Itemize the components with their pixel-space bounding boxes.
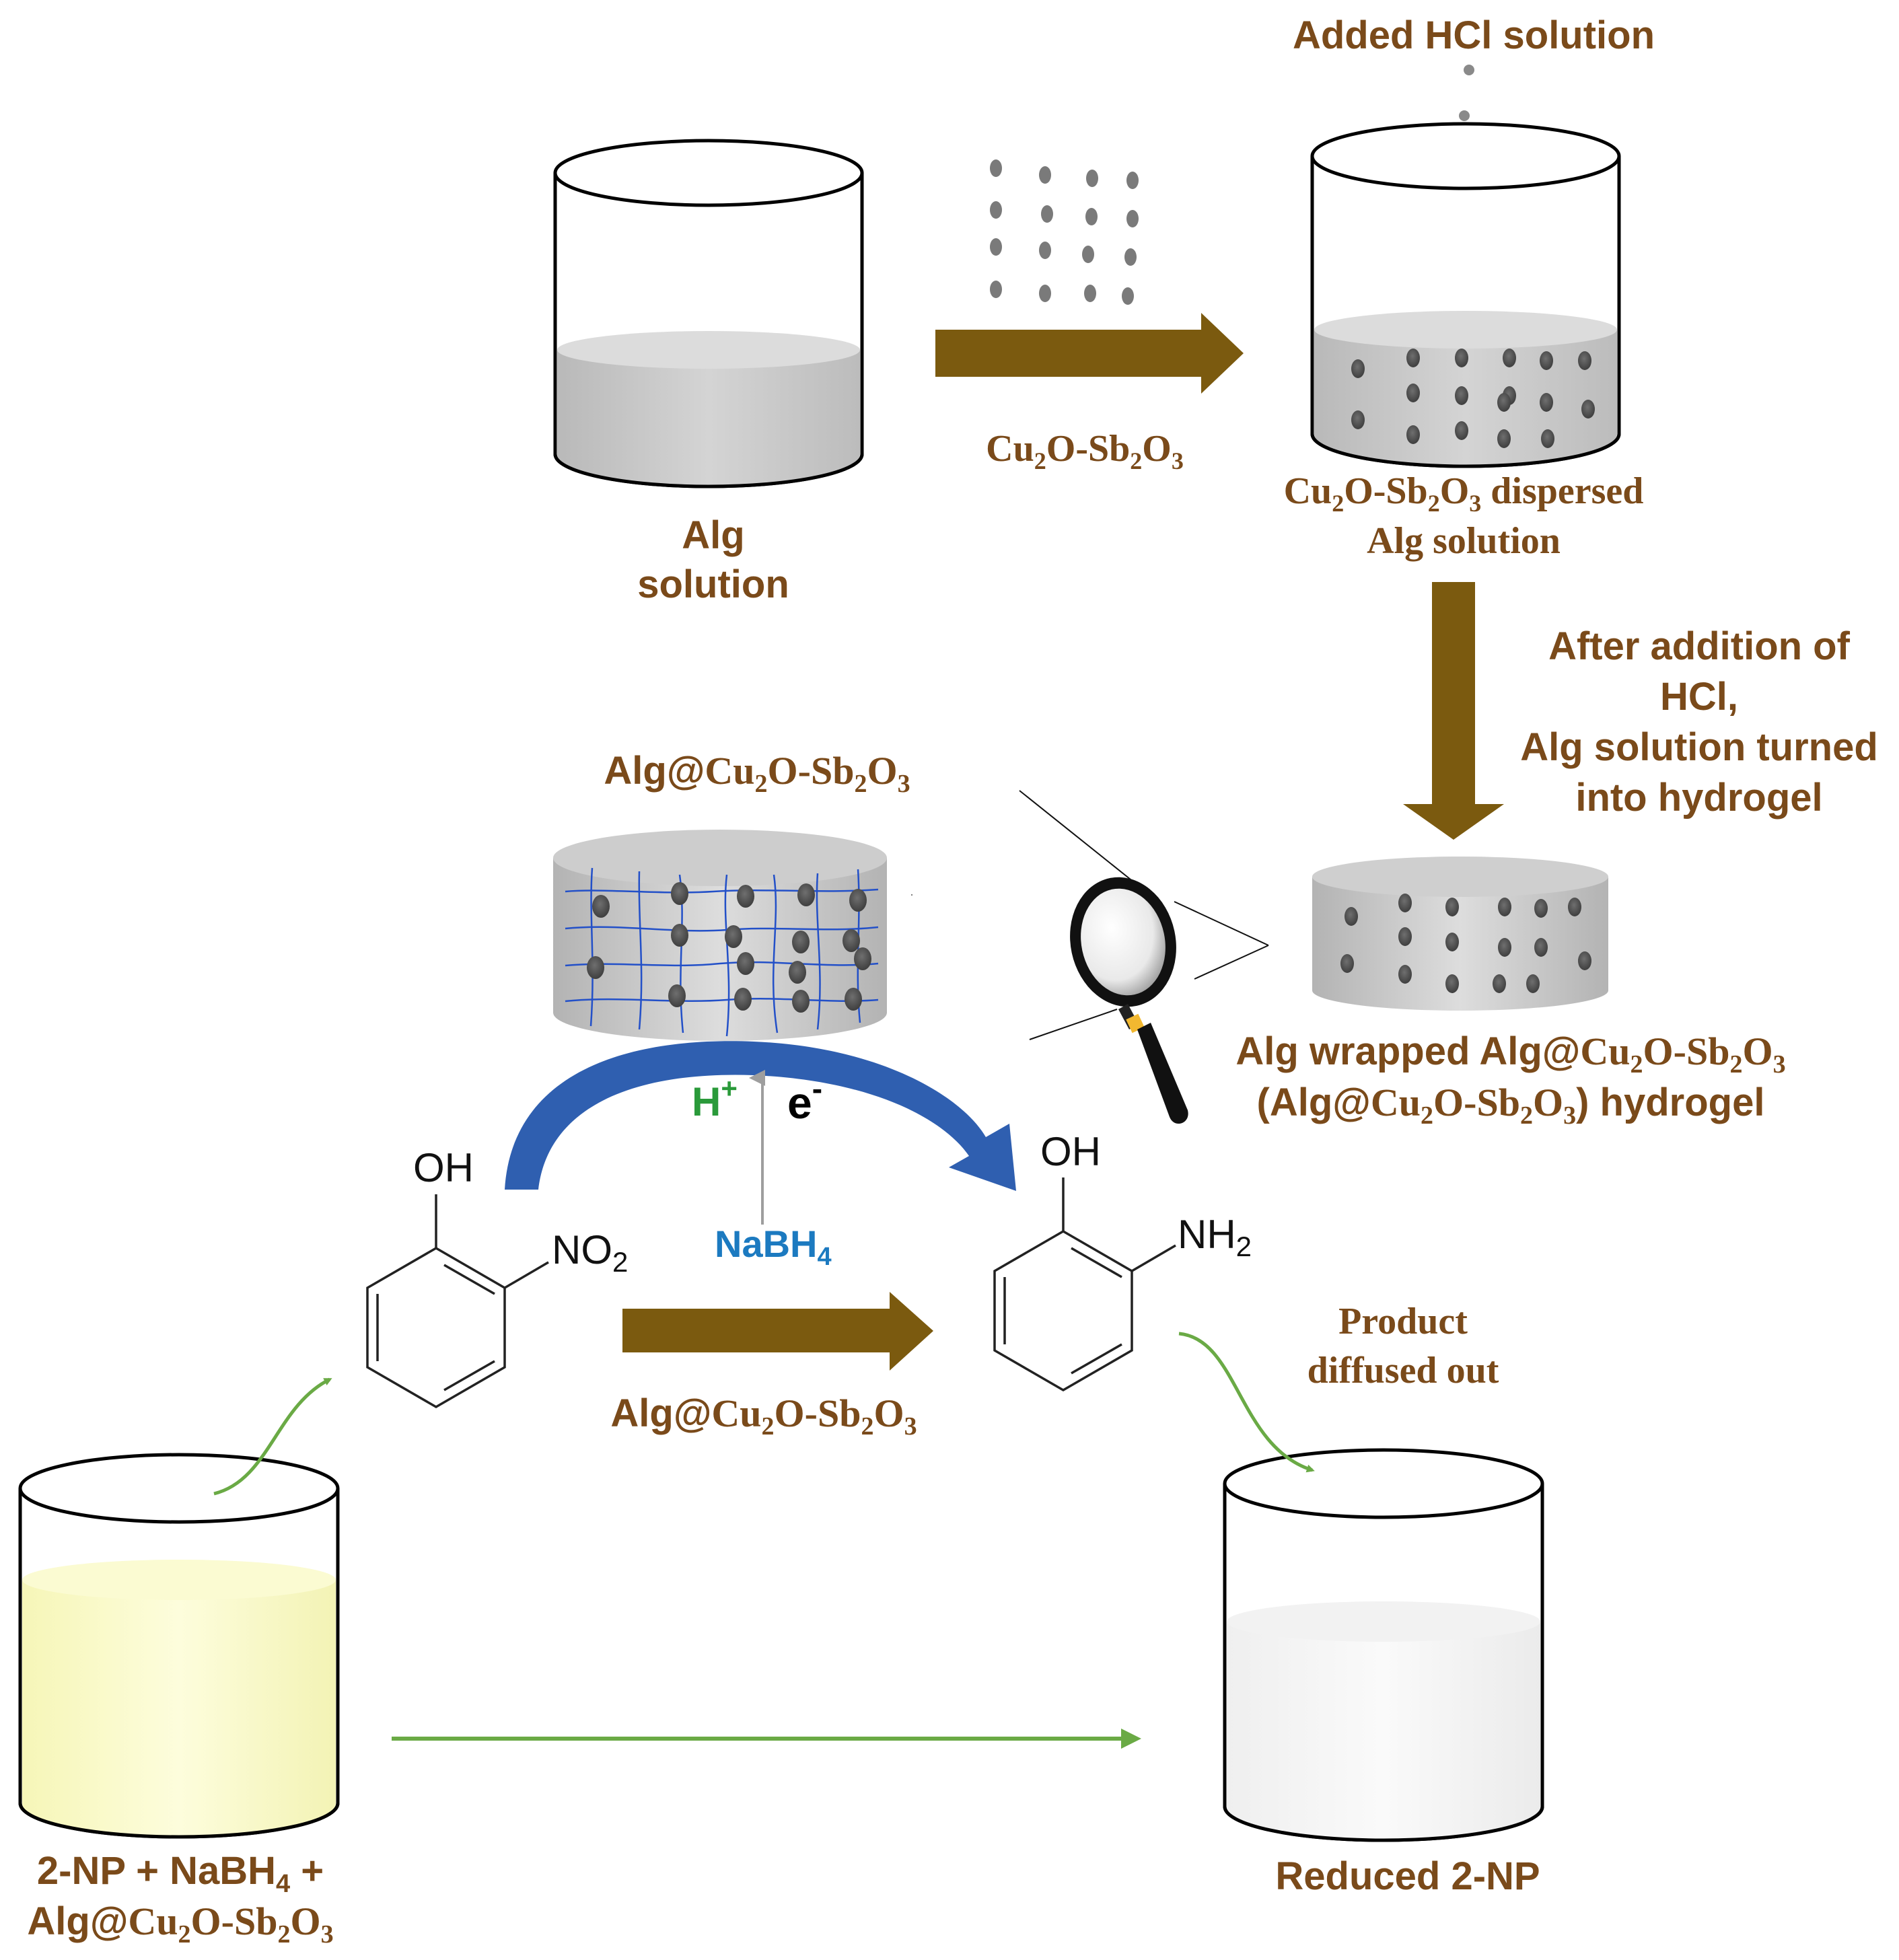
- product-diffused-line1: Product: [1338, 1301, 1468, 1342]
- nh2-label: NH2: [1178, 1212, 1252, 1262]
- reactant-out-arrow: [213, 1377, 332, 1496]
- e-minus-label: e-: [787, 1071, 822, 1128]
- catalyst-particles: [990, 159, 1139, 305]
- dispersed-label-line1: Cu2O-Sb2O3 dispersed: [1284, 470, 1644, 517]
- reaction-curve-arrow: [505, 1041, 1016, 1191]
- added-hcl-label: Added HCl solution: [1293, 13, 1655, 57]
- after-hcl-line3: Alg solution turned: [1520, 725, 1878, 769]
- zoom-lines: [1019, 790, 1269, 1040]
- after-hcl-line2: HCl,: [1660, 675, 1738, 719]
- reactants-label-line2: Alg@Cu2O-Sb2O3: [27, 1899, 333, 1949]
- gelation-arrow: [1403, 582, 1504, 840]
- beaker-reactants: [18, 1453, 340, 1839]
- beaker-product: [1223, 1448, 1544, 1842]
- aminophenol-structure: [993, 1177, 1176, 1392]
- oh-right-label: OH: [1040, 1129, 1101, 1174]
- no2-label: NO2: [552, 1227, 628, 1278]
- dispersed-label-line2: Alg solution: [1367, 520, 1561, 562]
- product-diffused-line2: diffused out: [1307, 1350, 1499, 1391]
- composite-label: Alg@Cu2O-Sb2O3: [604, 749, 910, 798]
- alg-label-line2: solution: [637, 562, 789, 606]
- beaker-alg-solution: [553, 139, 864, 488]
- catalyst-arrow-label: Cu2O-Sb2O3: [986, 428, 1184, 474]
- reactants-label-line1: 2-NP + NaBH4 +: [37, 1849, 324, 1898]
- magnifier-icon: [1070, 877, 1188, 1124]
- reduction-arrow: [622, 1292, 933, 1371]
- reduced-label: Reduced 2-NP: [1275, 1854, 1540, 1898]
- h-plus-label: H+: [692, 1073, 738, 1124]
- reaction-catalyst-label: Alg@Cu2O-Sb2O3: [610, 1391, 917, 1441]
- after-hcl-line1: After addition of: [1548, 624, 1851, 668]
- nitrophenol-structure: [366, 1194, 549, 1409]
- catalyst-addition-arrow: [935, 313, 1244, 394]
- hydrogel-label-line1: Alg wrapped Alg@Cu2O-Sb2O3: [1235, 1029, 1785, 1079]
- after-hcl-line4: into hydrogel: [1575, 776, 1822, 820]
- oh-left-label: OH: [413, 1145, 474, 1190]
- nabh4-label: NaBH4: [715, 1223, 832, 1271]
- hydrogel-label-line2: (Alg@Cu2O-Sb2O3) hydrogel: [1257, 1081, 1765, 1130]
- alg-label-line1: Alg: [682, 513, 744, 557]
- product-diffusion-arrow: [1178, 1332, 1315, 1473]
- beaker-dispersed: [1310, 122, 1621, 468]
- hydrogel-disc: [1312, 857, 1608, 1011]
- composite-disc: [553, 830, 912, 1041]
